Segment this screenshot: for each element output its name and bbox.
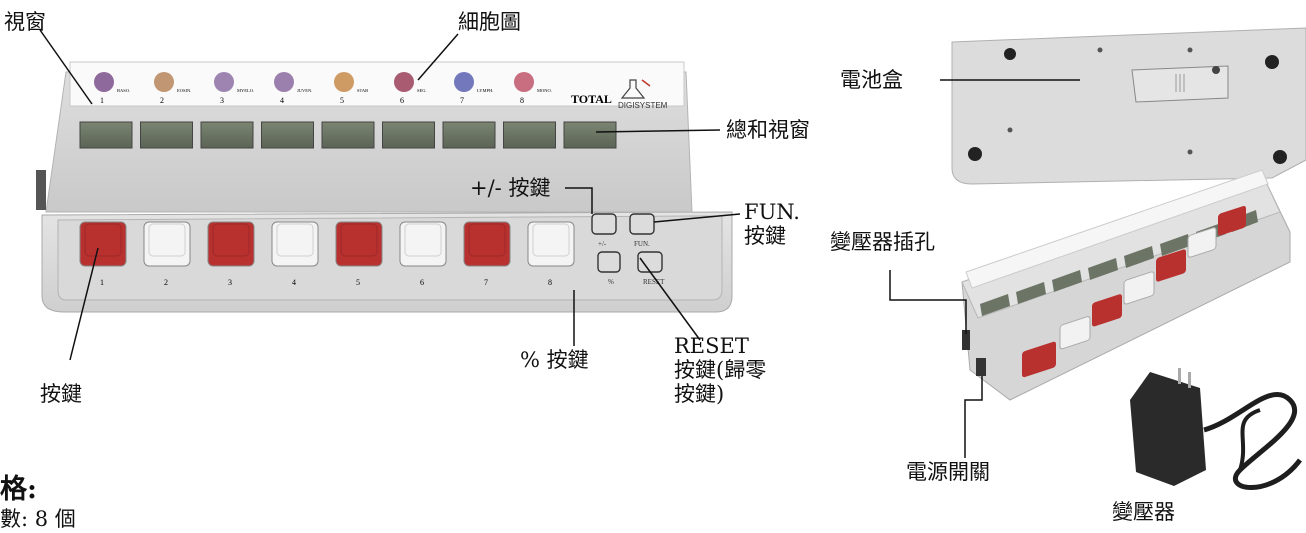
sum-window-callout: 總和視窗	[726, 118, 810, 142]
cell-number-5: 5	[340, 96, 344, 105]
count-lcd-1	[79, 121, 133, 149]
count-key-1[interactable]	[79, 221, 127, 267]
count-key-label-3: 3	[228, 278, 232, 287]
cell-image-7	[454, 72, 474, 92]
count-key-2[interactable]	[143, 221, 191, 267]
count-lcd-6	[382, 121, 435, 149]
cell-number-8: 8	[520, 96, 524, 105]
count-lcd-4	[261, 121, 314, 149]
total-label: TOTAL	[571, 92, 612, 106]
power-adapter	[1130, 368, 1302, 490]
device-angled-view	[961, 169, 1291, 401]
count-lcd-2	[140, 121, 193, 149]
cell-number-4: 4	[280, 96, 284, 105]
count-key-8[interactable]	[527, 221, 575, 267]
device-underside	[951, 27, 1306, 185]
cell-number-6: 6	[400, 96, 404, 105]
cell-image-4	[274, 72, 294, 92]
count-key-label-1: 1	[100, 278, 104, 287]
count-key-label-7: 7	[484, 278, 488, 287]
cell-number-7: 7	[460, 96, 464, 105]
adapter-jack-callout: 變壓器插孔	[830, 230, 935, 254]
cell-name-4: JUVEN.	[297, 88, 312, 93]
adapter-callout: 變壓器	[1112, 500, 1175, 524]
cell-name-8: MONO.	[537, 88, 552, 93]
plusminus-key-label: +/-	[598, 240, 607, 248]
reset-key-label: RESET	[643, 278, 665, 286]
count-key-3[interactable]	[207, 221, 255, 267]
count-key-4[interactable]	[271, 221, 319, 267]
cell-image-2	[154, 72, 174, 92]
percent-key-label: %	[608, 278, 614, 286]
count-key-label-8: 8	[548, 278, 552, 287]
cell-image-3	[214, 72, 234, 92]
plusminus-button[interactable]	[591, 213, 617, 235]
count-lcd-5	[321, 121, 375, 149]
reset-button[interactable]	[637, 251, 663, 273]
fun-button[interactable]	[629, 213, 655, 235]
count-key-7[interactable]	[463, 221, 511, 267]
cell-name-3: MYELO.	[237, 88, 254, 93]
cell-name-5: STAB	[357, 88, 368, 93]
cell-name-1: BASO.	[117, 88, 130, 93]
count-lcd-3	[200, 121, 254, 149]
cell-image-5	[334, 72, 354, 92]
percent-key-callout: % 按鍵	[520, 348, 589, 372]
cell-number-1: 1	[100, 96, 104, 105]
cell-chart-callout: 細胞圖	[458, 10, 521, 34]
power-switch	[976, 358, 986, 376]
power-switch-callout: 電源開關	[906, 460, 990, 484]
flask-logo	[620, 79, 651, 99]
cell-name-2: EOSIN.	[177, 88, 191, 93]
count-lcd-8	[503, 121, 556, 149]
adapter-jack	[962, 330, 970, 350]
fun-key-label: FUN.	[634, 240, 650, 248]
count-key-label-4: 4	[292, 278, 296, 287]
spec-title: 格:	[0, 474, 37, 505]
count-key-5[interactable]	[335, 221, 383, 267]
count-key-label-6: 6	[420, 278, 424, 287]
leader-lines	[39, 29, 1080, 458]
cell-number-3: 3	[220, 96, 224, 105]
key-callout: 按鍵	[40, 382, 82, 406]
count-key-6[interactable]	[399, 221, 447, 267]
count-lcd-7	[442, 121, 496, 149]
brand-label: DIGISYSTEM	[618, 101, 668, 110]
battery-box-callout: 電池盒	[840, 68, 903, 92]
angled-key-row	[1022, 205, 1246, 378]
spec-line: 數: 8 個	[0, 507, 76, 531]
plusminus-key-callout: +/- 按鍵	[470, 176, 551, 200]
total-lcd	[563, 121, 617, 149]
count-key-label-2: 2	[164, 278, 168, 287]
main-counter-device: 1 BASO. 2 EOSIN. 3 MYELO. 4 JUVEN. 5 STAB 6 SEG. 7 LY…	[36, 61, 733, 313]
fun-key-callout: FUN. 按鍵	[744, 200, 800, 248]
cell-name-6: SEG.	[417, 88, 427, 93]
window-callout: 視窗	[4, 10, 46, 34]
cell-image-1	[94, 72, 114, 92]
cell-number-2: 2	[160, 96, 164, 105]
cell-name-7: LYMPH.	[477, 88, 493, 93]
side-switch	[36, 170, 46, 210]
count-key-label-5: 5	[356, 278, 360, 287]
cell-image-6	[394, 72, 414, 92]
percent-button[interactable]	[597, 251, 621, 273]
reset-key-callout: RESET 按鍵(歸零 按鍵)	[674, 334, 767, 406]
battery-cover	[1131, 65, 1229, 103]
cell-image-8	[514, 72, 534, 92]
